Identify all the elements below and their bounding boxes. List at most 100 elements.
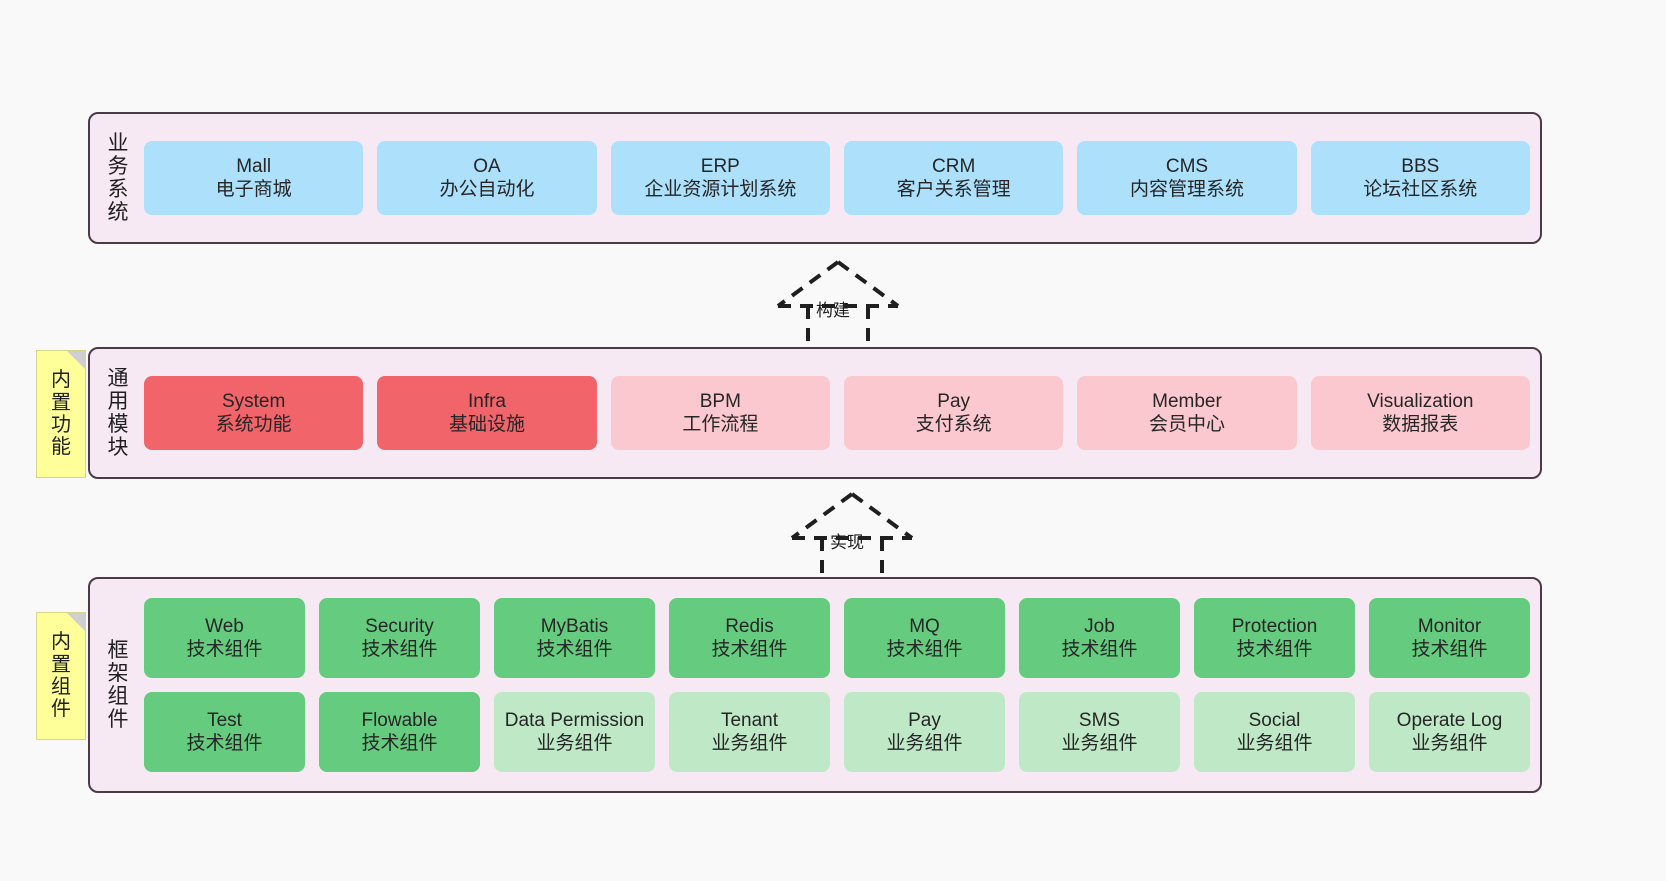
arrow-build-label: 构建 (816, 301, 850, 320)
node-title: ERP (700, 155, 740, 177)
node-subtitle: 业务组件 (1411, 733, 1488, 754)
vertical-label-char: 件 (107, 708, 129, 732)
node-title: BBS (1401, 155, 1440, 177)
node-subtitle: 技术组件 (886, 639, 963, 660)
node-title: Protection (1231, 615, 1318, 637)
node-title: Infra (467, 390, 506, 412)
node-subtitle: 支付系统 (915, 414, 992, 435)
node-subtitle: 技术组件 (186, 639, 263, 660)
layer-framework-components-label: 框架组件 (100, 587, 136, 783)
node-title: Tenant (720, 709, 779, 731)
node-title: BPM (699, 390, 741, 412)
node-title: CRM (932, 155, 976, 177)
vertical-label-char: 务 (107, 154, 129, 178)
vertical-label-char: 内 (51, 369, 71, 392)
note-built-in-functions: 内置功能 (36, 350, 86, 478)
node-title: Visualization (1367, 390, 1474, 412)
node-title: MyBatis (540, 615, 609, 637)
node-subtitle: 数据报表 (1382, 414, 1459, 435)
node-title: Job (1084, 615, 1115, 637)
vertical-label-char: 件 (51, 698, 71, 721)
note-built-in-components: 内置组件 (36, 612, 86, 740)
node-subtitle: 系统功能 (215, 414, 292, 435)
node-subtitle: 业务组件 (1236, 733, 1313, 754)
vertical-label-char: 组 (51, 676, 71, 698)
layer-business-systems-label: 业务系统 (100, 122, 136, 234)
node-subtitle: 论坛社区系统 (1363, 179, 1478, 200)
vertical-label-char: 统 (107, 201, 129, 225)
node-subtitle: 客户关系管理 (896, 179, 1011, 200)
node-title: Security (365, 615, 434, 637)
node-subtitle: 技术组件 (1236, 639, 1313, 660)
node-title: MQ (909, 615, 940, 637)
vertical-label-char: 系 (107, 178, 129, 201)
node-title: Web (205, 615, 244, 637)
vertical-label-char: 功 (51, 414, 71, 436)
arrow-implement: 实现 (772, 488, 932, 583)
arrow-build: 构建 (758, 256, 918, 351)
node-subtitle: 业务组件 (886, 733, 963, 754)
node-title: Member (1152, 390, 1222, 412)
node-title: Pay (908, 709, 941, 731)
node-subtitle: 技术组件 (711, 639, 788, 660)
vertical-label-char: 通 (107, 366, 129, 390)
node-title: OA (473, 155, 501, 177)
node-subtitle: 办公自动化 (439, 179, 535, 200)
node-title: Monitor (1417, 615, 1482, 637)
node-subtitle: 业务组件 (1061, 733, 1138, 754)
node-subtitle: 技术组件 (186, 733, 263, 754)
node-subtitle: 内容管理系统 (1129, 179, 1244, 200)
node-subtitle: 会员中心 (1148, 414, 1225, 435)
node-title: Test (207, 709, 242, 731)
node-title: Redis (725, 615, 774, 637)
node-subtitle: 技术组件 (361, 733, 438, 754)
layer-common-modules-label: 通用模块 (100, 357, 136, 469)
vertical-label-char: 置 (51, 653, 71, 676)
node-title: Pay (937, 390, 971, 412)
node-title: System (221, 390, 286, 412)
note-fold-corner-icon (67, 351, 85, 369)
node-subtitle: 技术组件 (1411, 639, 1488, 660)
note-fold-corner-icon (67, 613, 85, 631)
node-title: Social (1248, 709, 1301, 731)
node-subtitle: 工作流程 (682, 414, 759, 435)
vertical-label-char: 内 (51, 631, 71, 654)
node-subtitle: 业务组件 (536, 733, 613, 754)
node-subtitle: 电子商城 (215, 179, 292, 200)
